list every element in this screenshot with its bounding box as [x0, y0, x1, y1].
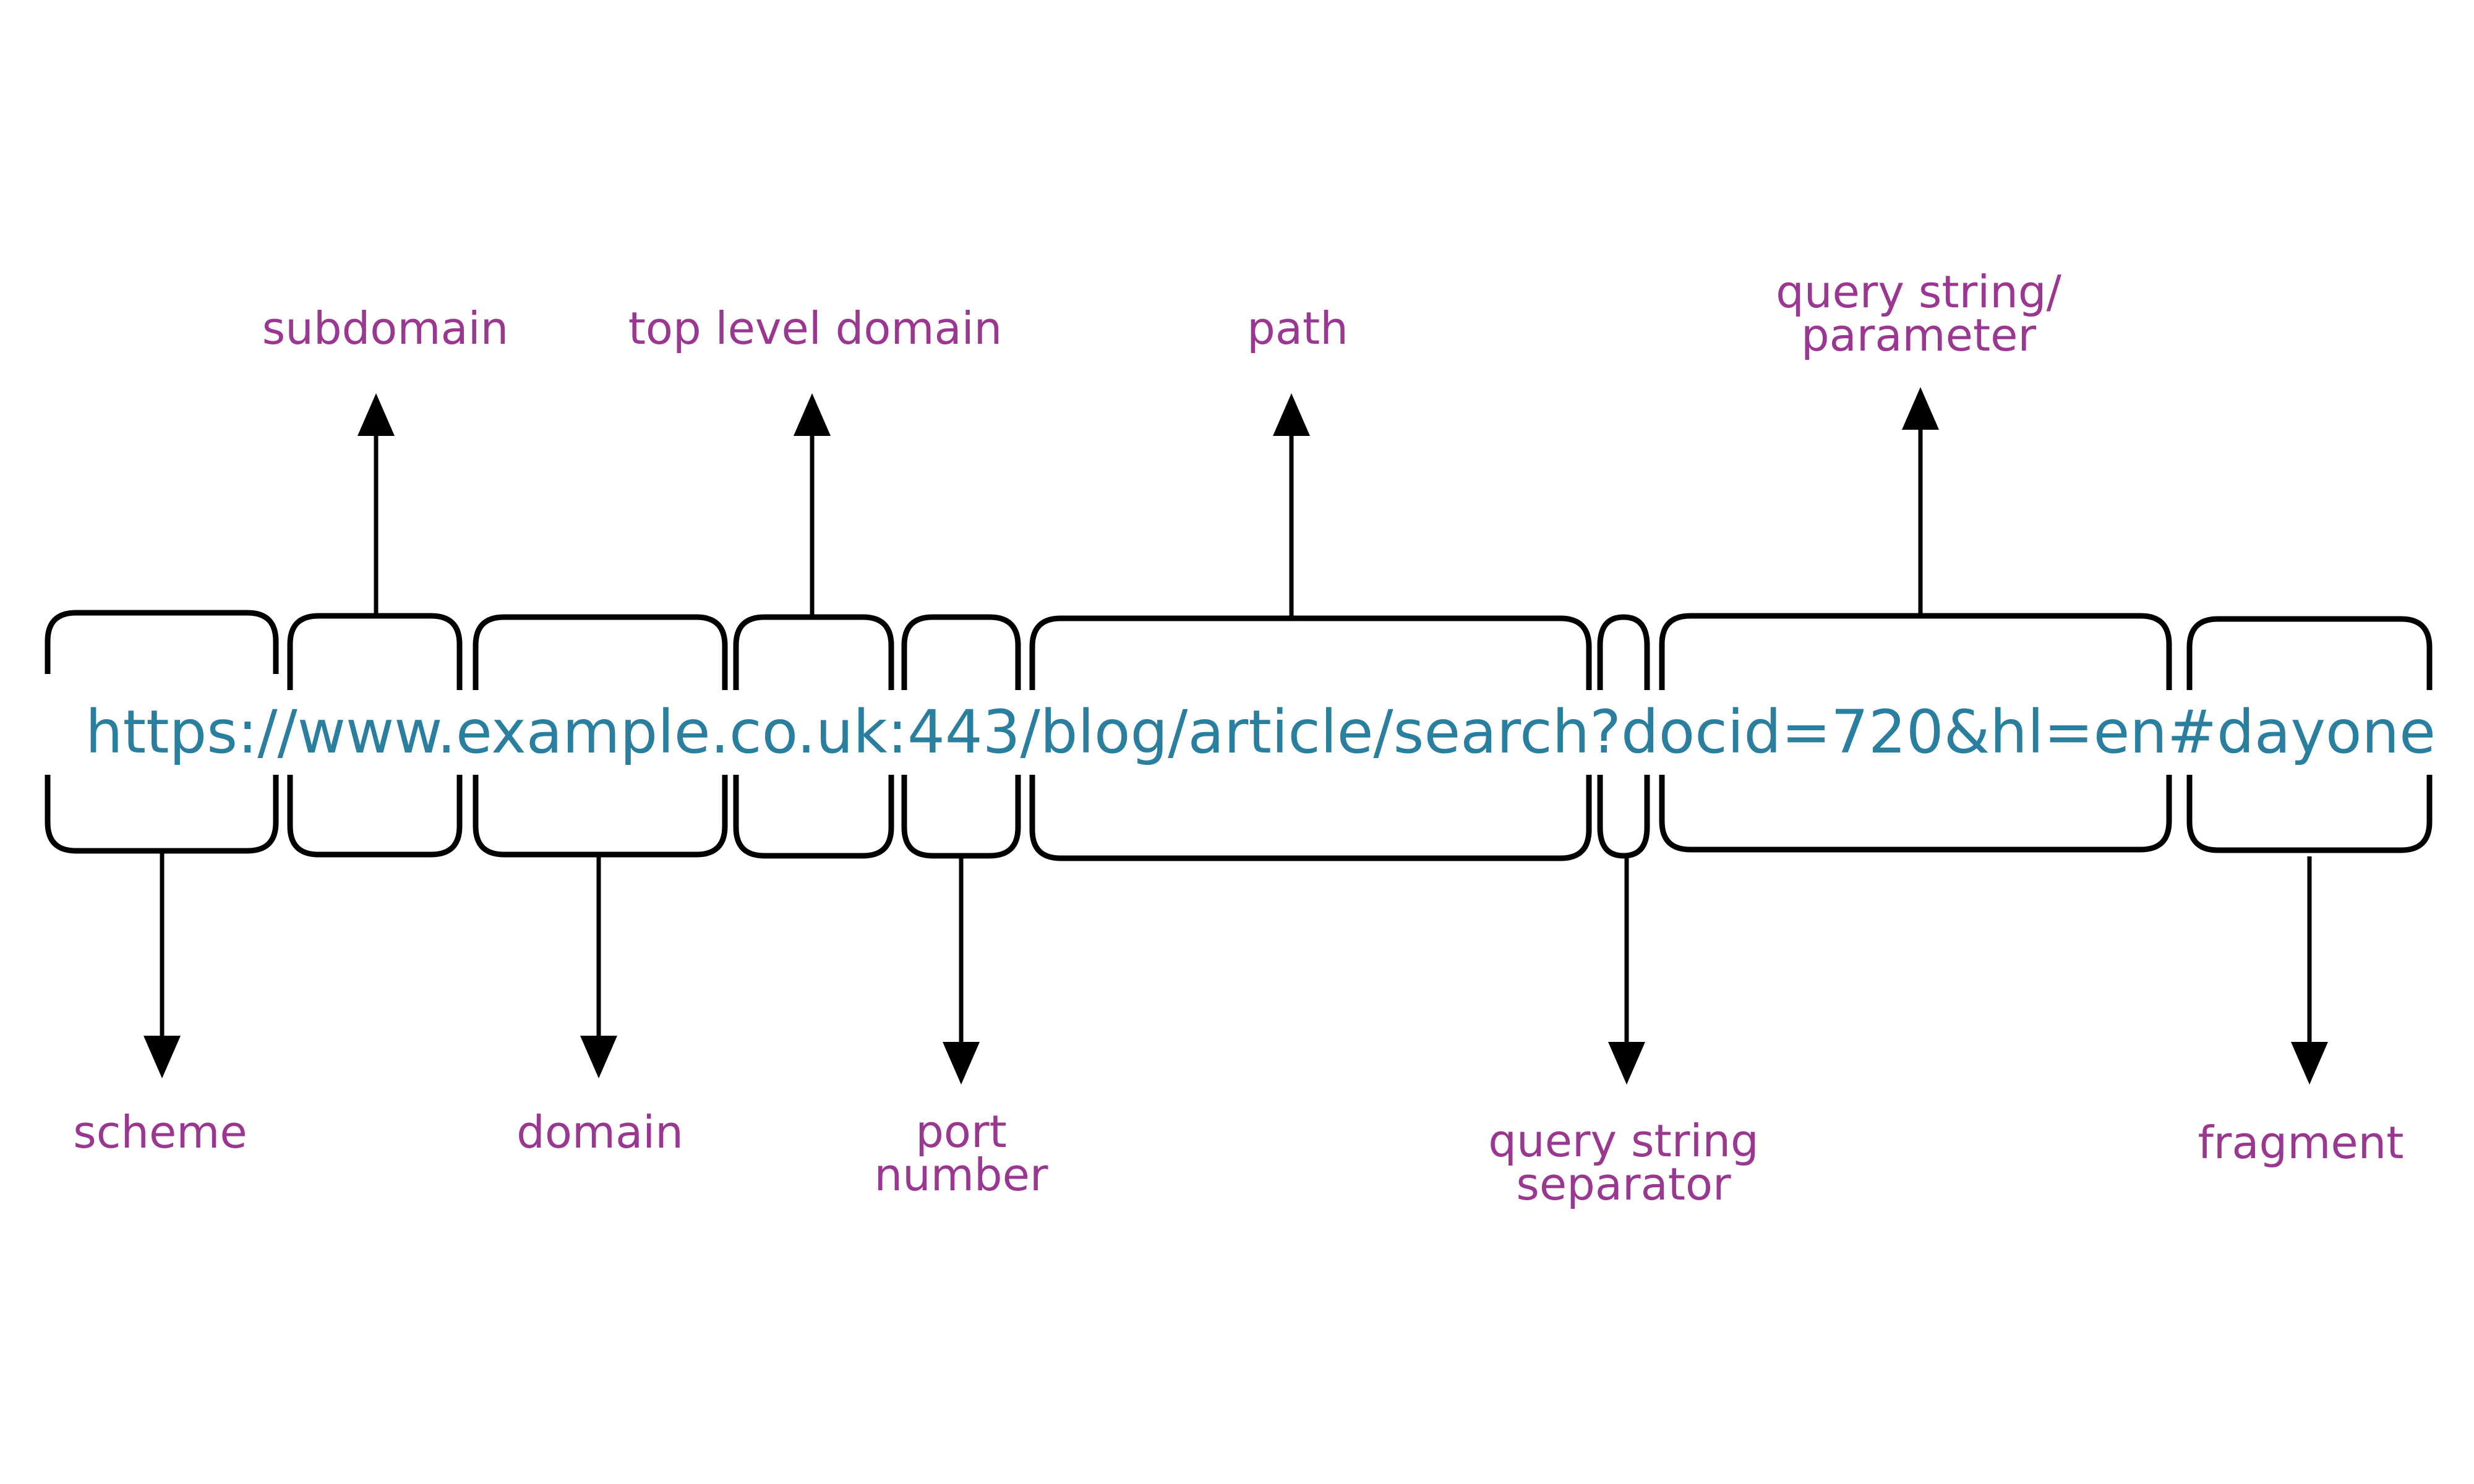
port-box [901, 614, 1021, 859]
fragment-box [2186, 616, 2433, 853]
domain-arrow [580, 855, 617, 1078]
label-query-string-line1: query string/ [1776, 266, 2061, 318]
arrows-up [357, 387, 1939, 618]
scheme-box [45, 610, 279, 854]
label-fragment: fragment [2198, 1117, 2403, 1169]
segment-boxes [45, 610, 2433, 861]
domain-box [473, 614, 728, 858]
scheme-arrow [143, 851, 181, 1078]
query-string-box [1659, 613, 2172, 853]
label-top-level-domain: top level domain [628, 302, 1003, 354]
separator-arrow [1608, 856, 1645, 1085]
subdomain-arrow [357, 393, 395, 615]
label-domain: domain [516, 1106, 683, 1158]
label-separator-line1: query string [1488, 1115, 1758, 1167]
top-level-domain-box [733, 614, 894, 859]
label-scheme: scheme [73, 1106, 247, 1158]
arrows-down [143, 851, 2328, 1085]
labels-top: subdomain top level domain path query st… [262, 266, 2062, 361]
top-level-domain-arrow [794, 393, 831, 616]
separator-box [1597, 614, 1650, 859]
url-text: https://www.example.co.uk:443/blog/artic… [85, 697, 2436, 767]
label-port-line1: port [915, 1106, 1007, 1158]
port-arrow [943, 856, 980, 1085]
subdomain-box [287, 613, 463, 858]
fragment-arrow [2291, 856, 2328, 1085]
labels-bottom: scheme domain port number query string s… [73, 1106, 2403, 1210]
label-subdomain: subdomain [262, 302, 509, 354]
label-separator-line2: separator [1516, 1158, 1731, 1210]
label-port-line2: number [874, 1149, 1048, 1201]
label-path: path [1247, 302, 1348, 354]
query-string-arrow [1902, 387, 1939, 615]
path-arrow [1273, 393, 1310, 618]
label-query-string-line2: parameter [1801, 309, 2037, 361]
path-box [1029, 615, 1592, 861]
